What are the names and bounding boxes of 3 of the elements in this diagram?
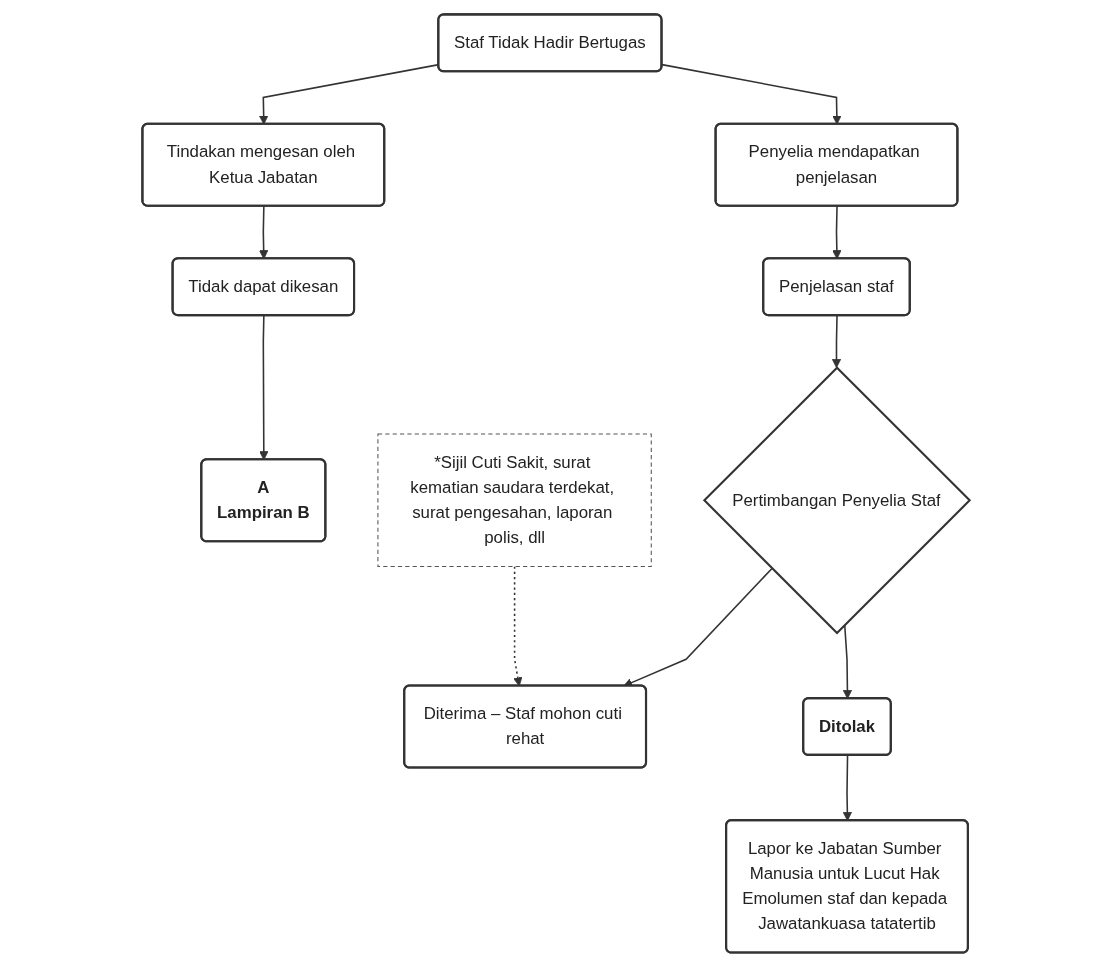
node-box: [377, 433, 652, 568]
flowchart: Staf Tidak Hadir Bertugas Tindakan mengesan oleh Ketua Jabatan Penyelia mendapatkan penjelasan Tidak dapat dikesan Penjelasan staf A Lampiran B Pertimbangan Penyelia Staf Diterima – Staf mohon cuti rehat Ditolak *Sijil Cuti Sakit, surat kematian saudara terdekat, surat pengesahan, laporan polis, dll Lapor ke Jabatan Sumber Manusia untuk Lucut Hak Emolumen staf dan kepada Jawatankuasa tatatertib: [133, 6, 979, 961]
node-diamond: [702, 366, 972, 635]
